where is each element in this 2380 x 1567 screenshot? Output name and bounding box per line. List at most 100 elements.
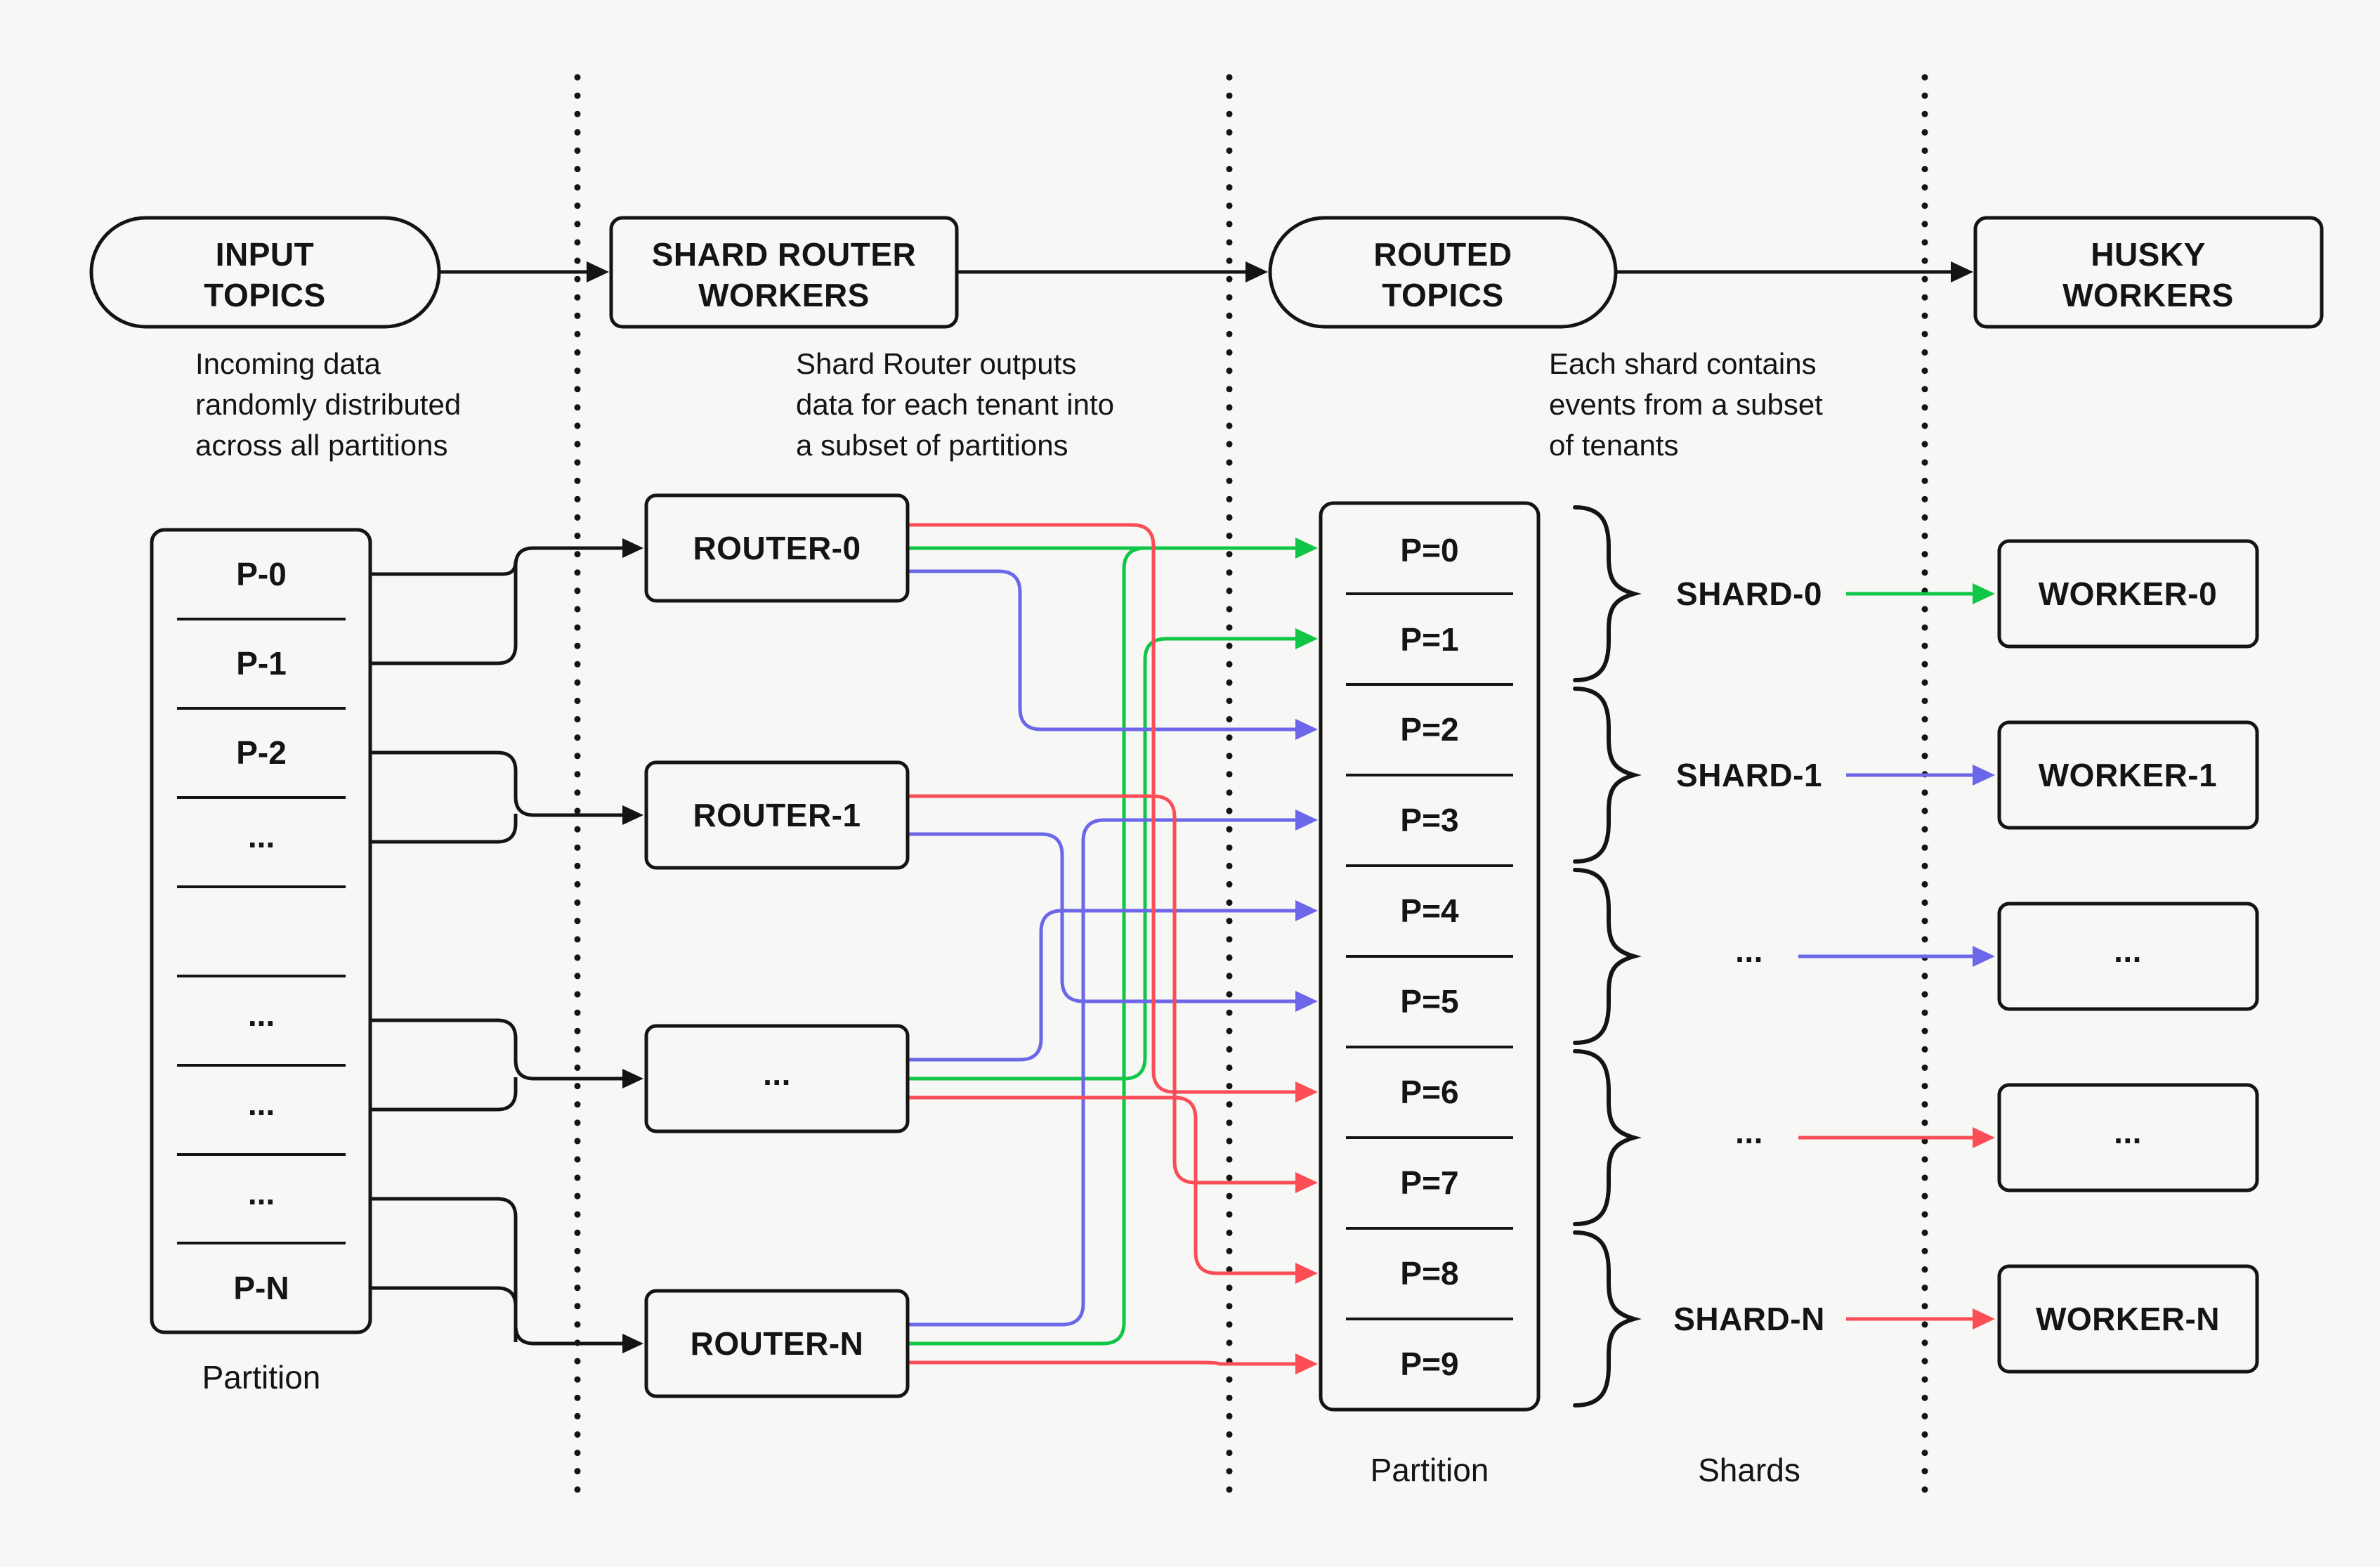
connector-p6row-to-router2 bbox=[370, 1077, 518, 1112]
caption-input-line2: randomly distributed bbox=[195, 388, 461, 421]
caption-input-line3: across all partitions bbox=[195, 429, 447, 462]
router-ellipsis-box bbox=[644, 1024, 910, 1133]
wire-green-routerN-trunk bbox=[908, 546, 1166, 1346]
shard-braces bbox=[1573, 505, 1642, 1407]
input-partition-row: ... bbox=[248, 996, 275, 1033]
worker-n-label: WORKER-N bbox=[2036, 1301, 2220, 1337]
wire-red-router0-to-p6 bbox=[908, 523, 1297, 1094]
brace-shard-2 bbox=[1573, 868, 1642, 1045]
input-to-router-connectors bbox=[370, 538, 643, 1353]
routed-topics-label-line1: ROUTED bbox=[1373, 236, 1512, 273]
routed-partition-row: P=4 bbox=[1400, 892, 1459, 929]
arrowhead-shard3 bbox=[1973, 1127, 1995, 1148]
worker-ellipsis-label-2: ... bbox=[2114, 1114, 2142, 1150]
caption-router-line3: a subset of partitions bbox=[796, 429, 1068, 462]
input-partition-row: P-2 bbox=[236, 734, 287, 771]
input-partition-row: ... bbox=[248, 818, 275, 854]
routed-partition-axis-label: Partition bbox=[1371, 1452, 1489, 1488]
router-1-box bbox=[644, 760, 910, 870]
worker-n-box bbox=[1997, 1264, 2259, 1374]
brace-shard-1 bbox=[1573, 687, 1642, 864]
header-row: INPUT TOPICS SHARD ROUTER WORKERS ROUTED… bbox=[89, 216, 2324, 329]
arrowhead-input-to-shardrouter bbox=[587, 261, 609, 282]
arrowhead-red-p6 bbox=[1295, 1081, 1318, 1103]
routed-partition-stack: P=0 P=1 P=2 P=3 P=4 P=5 P=6 P=7 P=8 P=9 … bbox=[1319, 501, 1541, 1488]
brace-shard-3 bbox=[1573, 1049, 1642, 1226]
shard-column: SHARD-0 SHARD-1 ... ... SHARD-N Shards bbox=[1673, 576, 1995, 1488]
wire-red-router2-to-p8 bbox=[908, 1095, 1297, 1275]
arrowhead-blue-p4 bbox=[1295, 900, 1318, 921]
routed-partition-row: P=3 bbox=[1400, 802, 1458, 838]
worker-0-box bbox=[1997, 539, 2259, 649]
caption-input: Incoming data randomly distributed acros… bbox=[195, 347, 461, 462]
router-1-label: ROUTER-1 bbox=[693, 797, 861, 833]
arrowhead-green-p0 bbox=[1295, 538, 1318, 559]
caption-routed-line2: events from a subset bbox=[1549, 388, 1823, 421]
input-topics-label-line2: TOPICS bbox=[204, 277, 325, 313]
caption-routed: Each shard contains events from a subset… bbox=[1549, 347, 1823, 462]
worker-column: WORKER-0 WORKER-1 ... ... WORKER-N bbox=[1997, 539, 2259, 1374]
connector-p2-to-router1 bbox=[370, 750, 624, 817]
input-topics-label-line1: INPUT bbox=[216, 236, 315, 273]
husky-workers-box bbox=[1973, 216, 2324, 329]
arrowhead-router1-input bbox=[622, 805, 643, 825]
input-partition-row: ... bbox=[248, 1175, 275, 1211]
caption-router: Shard Router outputs data for each tenan… bbox=[796, 347, 1114, 462]
connector-p0-to-router0 bbox=[370, 546, 624, 576]
router-0-label: ROUTER-0 bbox=[693, 530, 861, 566]
input-partition-stack: P-0 P-1 P-2 ... ... ... ... P-N Partitio… bbox=[150, 528, 372, 1396]
wire-blue-router0-to-p2 bbox=[908, 569, 1297, 732]
shard-router-workers-label-line2: WORKERS bbox=[698, 277, 870, 313]
routed-partition-row: P=7 bbox=[1400, 1164, 1458, 1201]
input-partition-box bbox=[150, 528, 372, 1334]
caption-routed-line1: Each shard contains bbox=[1549, 347, 1817, 380]
wire-blue-router1-to-p5 bbox=[908, 832, 1297, 1003]
arrowhead-router2-input bbox=[622, 1069, 643, 1088]
arrowhead-routed-to-husky bbox=[1951, 261, 1973, 282]
arrowhead-shardrouter-to-routed bbox=[1245, 261, 1268, 282]
connector-p5row-to-router2 bbox=[370, 1018, 624, 1081]
caption-input-line1: Incoming data bbox=[195, 347, 381, 380]
wire-green-router2-to-p1 bbox=[908, 637, 1297, 1081]
arrowhead-shardN bbox=[1973, 1308, 1995, 1329]
arrowhead-red-p8 bbox=[1295, 1263, 1318, 1284]
arrowhead-routerN-input bbox=[622, 1334, 643, 1353]
shard-router-workers-label-line1: SHARD ROUTER bbox=[652, 236, 917, 273]
router-0-box bbox=[644, 493, 910, 603]
arrowhead-blue-p3 bbox=[1295, 809, 1318, 831]
worker-0-label: WORKER-0 bbox=[2039, 576, 2217, 612]
shard-n-label: SHARD-N bbox=[1673, 1301, 1825, 1337]
input-partition-row: P-0 bbox=[236, 556, 287, 592]
routed-partition-row: P=8 bbox=[1400, 1255, 1458, 1292]
shard-ellipsis-label-2: ... bbox=[1735, 1114, 1763, 1150]
arrowhead-shard1 bbox=[1973, 765, 1995, 786]
worker-1-box bbox=[1997, 720, 2259, 830]
routed-partition-row: P=1 bbox=[1400, 621, 1458, 658]
husky-workers-label-line1: HUSKY bbox=[2091, 236, 2206, 273]
caption-routed-line3: of tenants bbox=[1549, 429, 1678, 462]
connector-p7row-to-routerN bbox=[370, 1197, 624, 1346]
arrowhead-router0-input bbox=[622, 538, 643, 558]
input-partition-row: P-1 bbox=[236, 645, 287, 682]
shard-0-label: SHARD-0 bbox=[1676, 576, 1822, 612]
routed-partition-row: P=2 bbox=[1400, 711, 1458, 748]
arrowhead-blue-p2 bbox=[1295, 719, 1318, 740]
wire-blue-router2-to-p4 bbox=[908, 909, 1297, 1062]
input-partition-axis-label: Partition bbox=[202, 1359, 321, 1396]
brace-shard-n bbox=[1573, 1230, 1642, 1407]
routed-topics-label-line2: TOPICS bbox=[1382, 277, 1503, 313]
wire-red-routerN-to-p9 bbox=[908, 1360, 1297, 1366]
connector-p3-to-router1 bbox=[370, 814, 518, 844]
worker-ellipsis-box-2 bbox=[1997, 1083, 2259, 1192]
connector-p8row-to-routerN bbox=[370, 1286, 518, 1342]
brace-shard-0 bbox=[1573, 505, 1642, 682]
router-n-box bbox=[644, 1289, 910, 1398]
arrowhead-shard0 bbox=[1973, 583, 1995, 604]
husky-workers-label-line2: WORKERS bbox=[2062, 277, 2234, 313]
worker-ellipsis-label-1: ... bbox=[2114, 932, 2142, 969]
router-n-label: ROUTER-N bbox=[691, 1325, 864, 1362]
routed-partition-row: P=5 bbox=[1400, 983, 1458, 1020]
router-output-wires bbox=[908, 523, 1318, 1374]
